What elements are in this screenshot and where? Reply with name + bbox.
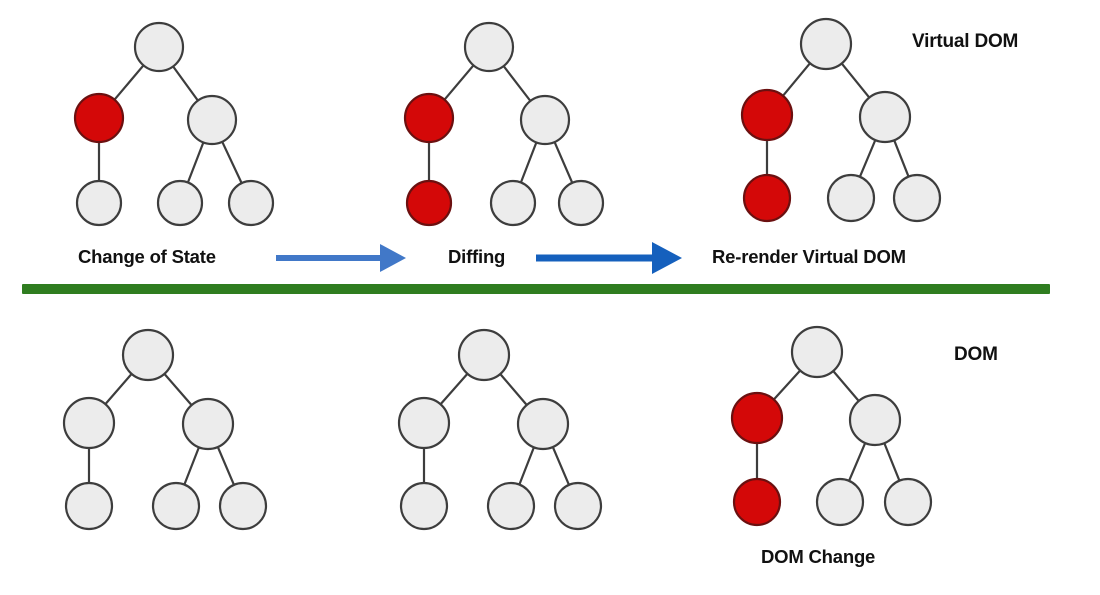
tree-edge xyxy=(171,64,200,103)
tree-node[interactable] xyxy=(799,17,853,71)
tree-node[interactable] xyxy=(457,328,511,382)
tree-edge xyxy=(162,372,194,407)
tree-dom-change-edges xyxy=(755,368,901,483)
tree-node[interactable] xyxy=(151,481,201,531)
tree-virtual-dom-diffing-edges xyxy=(427,63,574,185)
tree-dom-initial-left xyxy=(62,328,268,531)
tree-edge xyxy=(839,61,872,100)
caption-dom-change: DOM Change xyxy=(761,546,876,567)
tree-edge xyxy=(220,139,244,186)
tree-node[interactable] xyxy=(463,21,515,73)
tree-edge xyxy=(112,63,146,102)
tree-node[interactable] xyxy=(848,393,902,447)
tree-node[interactable] xyxy=(489,179,537,227)
caption-re-render-virtual-dom: Re-render Virtual DOM xyxy=(712,246,906,267)
arrow-change-of-state-to-diffing xyxy=(276,244,406,272)
tree-node[interactable] xyxy=(399,481,449,531)
tree-virtual-dom-diffing xyxy=(403,21,605,227)
tree-edge xyxy=(442,63,476,102)
tree-edge xyxy=(517,445,536,487)
green-horizontal-divider xyxy=(22,284,1050,294)
tree-node[interactable] xyxy=(186,94,238,146)
tree-edge xyxy=(781,61,812,98)
tree-node[interactable] xyxy=(218,481,268,531)
tree-node-highlighted[interactable] xyxy=(730,391,784,445)
tree-edge xyxy=(498,372,529,407)
caption-change-of-state: Change of State xyxy=(78,246,216,267)
tree-edge xyxy=(519,140,538,185)
tree-node[interactable] xyxy=(62,396,116,450)
tree-edge xyxy=(182,445,201,487)
tree-edge xyxy=(216,444,236,487)
tree-edge xyxy=(831,369,861,403)
tree-virtual-dom-change-of-state xyxy=(73,21,275,227)
tree-node[interactable] xyxy=(156,179,204,227)
tree-node[interactable] xyxy=(516,397,570,451)
tree-dom-initial-middle-edges xyxy=(422,371,571,487)
tree-virtual-dom-rerender xyxy=(740,17,942,223)
tree-node[interactable] xyxy=(397,396,451,450)
tree-node[interactable] xyxy=(557,179,605,227)
tree-node-highlighted[interactable] xyxy=(740,88,794,142)
tree-virtual-dom-rerender-edges xyxy=(765,61,911,179)
tree-edge xyxy=(551,444,571,487)
tree-dom-initial-middle xyxy=(397,328,603,531)
tree-node[interactable] xyxy=(64,481,114,531)
tree-node[interactable] xyxy=(826,173,876,223)
tree-node[interactable] xyxy=(553,481,603,531)
tree-dom-initial-left-edges xyxy=(87,372,236,487)
tree-edge xyxy=(772,368,802,402)
caption-diffing: Diffing xyxy=(448,246,506,267)
tree-node[interactable] xyxy=(75,179,123,227)
tree-dom-change xyxy=(730,325,933,527)
tree-virtual-dom-change-of-state-edges xyxy=(97,63,244,186)
flow-arrows-layer xyxy=(276,242,682,274)
tree-edge xyxy=(501,64,533,103)
tree-node-highlighted[interactable] xyxy=(405,179,453,227)
arrow-diffing-to-rerender xyxy=(536,242,682,274)
tree-edge xyxy=(438,371,470,407)
tree-node[interactable] xyxy=(181,397,235,451)
arrow-shaft xyxy=(536,254,652,262)
tree-node[interactable] xyxy=(815,477,865,527)
arrow-head xyxy=(380,244,406,272)
tree-edge xyxy=(882,441,901,483)
tree-node[interactable] xyxy=(486,481,536,531)
tree-edge xyxy=(858,138,877,179)
tree-node[interactable] xyxy=(519,94,571,146)
tree-edge xyxy=(892,138,911,179)
tree-edge xyxy=(553,140,574,185)
tree-node-highlighted[interactable] xyxy=(403,92,455,144)
tree-node[interactable] xyxy=(790,325,844,379)
tree-node[interactable] xyxy=(892,173,942,223)
tree-nodes-layer xyxy=(62,17,942,531)
tree-node[interactable] xyxy=(883,477,933,527)
dom-section-label: DOM xyxy=(954,344,998,365)
tree-node[interactable] xyxy=(121,328,175,382)
tree-edge xyxy=(186,140,205,185)
tree-node-highlighted[interactable] xyxy=(73,92,125,144)
arrow-shaft xyxy=(276,255,380,261)
tree-edge xyxy=(847,440,867,483)
tree-node[interactable] xyxy=(133,21,185,73)
tree-edge xyxy=(103,372,134,406)
virtual-dom-section-label: Virtual DOM xyxy=(912,31,1019,52)
tree-edges-layer xyxy=(87,61,911,487)
tree-node-highlighted[interactable] xyxy=(732,477,782,527)
tree-node[interactable] xyxy=(227,179,275,227)
arrow-head xyxy=(652,242,682,274)
tree-node[interactable] xyxy=(858,90,912,144)
tree-node-highlighted[interactable] xyxy=(742,173,792,223)
